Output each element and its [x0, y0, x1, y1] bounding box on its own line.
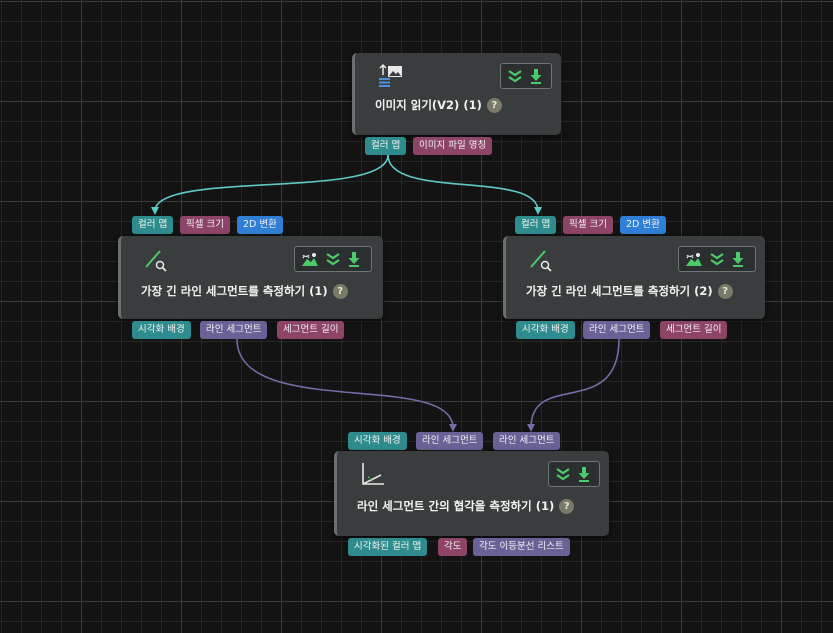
port-in-2d-transform[interactable]: 2D 변환 — [620, 216, 666, 234]
help-icon[interactable]: ? — [559, 499, 575, 514]
port-in-vis-background[interactable]: 시각화 배경 — [348, 432, 407, 450]
node-toolbox — [500, 63, 552, 89]
download-icon[interactable] — [529, 68, 543, 84]
wire-colormap-to-node1 — [151, 154, 389, 215]
node-toolbox — [548, 461, 600, 487]
collapse-icon[interactable] — [325, 251, 341, 267]
visualize-icon[interactable] — [301, 251, 319, 267]
node-longest-line-1[interactable]: 가장 긴 라인 세그먼트를 측정하기 (1)? — [118, 236, 383, 319]
port-in-line-segment-1[interactable]: 라인 세그먼트 — [416, 432, 484, 450]
port-out-segment-length[interactable]: 세그먼트 길이 — [277, 321, 345, 339]
wire-colormap-to-node2 — [387, 154, 542, 215]
node-toolbox — [678, 246, 756, 272]
download-icon[interactable] — [731, 251, 745, 267]
port-out-image-filename[interactable]: 이미지 파일 명칭 — [413, 137, 493, 155]
port-out-vis-colormap[interactable]: 시각화된 컬러 맵 — [348, 538, 428, 556]
collapse-icon[interactable] — [507, 68, 523, 84]
wire-line1-to-angle — [236, 338, 457, 432]
port-out-vis-background[interactable]: 시각화 배경 — [132, 321, 191, 339]
port-in-colormap[interactable]: 컬러 맵 — [515, 216, 557, 234]
wire-line2-to-angle — [527, 338, 620, 432]
collapse-icon[interactable] — [555, 466, 571, 482]
help-icon[interactable]: ? — [486, 98, 502, 113]
help-icon[interactable]: ? — [717, 284, 733, 299]
help-icon[interactable]: ? — [332, 284, 348, 299]
node-title-read-image: 이미지 읽기(V2) (1)? — [375, 97, 502, 113]
port-out-vis-background[interactable]: 시각화 배경 — [516, 321, 575, 339]
download-icon[interactable] — [577, 466, 591, 482]
port-out-angle[interactable]: 각도 — [438, 538, 468, 556]
port-in-colormap[interactable]: 컬러 맵 — [132, 216, 174, 234]
collapse-icon[interactable] — [709, 251, 725, 267]
node-longest-line-2[interactable]: 가장 긴 라인 세그먼트를 측정하기 (2)? — [503, 236, 765, 319]
port-out-line-segment[interactable]: 라인 세그먼트 — [583, 321, 651, 339]
port-out-line-segment[interactable]: 라인 세그먼트 — [200, 321, 268, 339]
node-title-longest-line-2: 가장 긴 라인 세그먼트를 측정하기 (2)? — [526, 283, 733, 299]
angle-measure-icon — [362, 463, 384, 485]
image-read-icon — [379, 63, 402, 87]
node-title-angle: 라인 세그먼트 간의 협각을 측정하기 (1)? — [357, 498, 575, 514]
node-title-longest-line-1: 가장 긴 라인 세그먼트를 측정하기 (1)? — [141, 283, 348, 299]
visualize-icon[interactable] — [685, 251, 703, 267]
line-measure-icon — [530, 250, 552, 272]
port-out-colormap[interactable]: 컬러 맵 — [365, 137, 407, 155]
port-out-segment-length[interactable]: 세그먼트 길이 — [660, 321, 728, 339]
node-toolbox — [294, 246, 372, 272]
port-in-pixel-size[interactable]: 픽셀 크기 — [180, 216, 230, 234]
line-measure-icon — [145, 250, 167, 272]
port-in-2d-transform[interactable]: 2D 변환 — [237, 216, 283, 234]
port-in-line-segment-2[interactable]: 라인 세그먼트 — [493, 432, 561, 450]
port-in-pixel-size[interactable]: 픽셀 크기 — [563, 216, 613, 234]
node-angle[interactable]: 라인 세그먼트 간의 협각을 측정하기 (1)? — [334, 451, 609, 536]
download-icon[interactable] — [347, 251, 361, 267]
node-read-image[interactable]: 이미지 읽기(V2) (1)? — [352, 53, 561, 135]
port-out-bisector-list[interactable]: 각도 이등분선 리스트 — [473, 538, 570, 556]
